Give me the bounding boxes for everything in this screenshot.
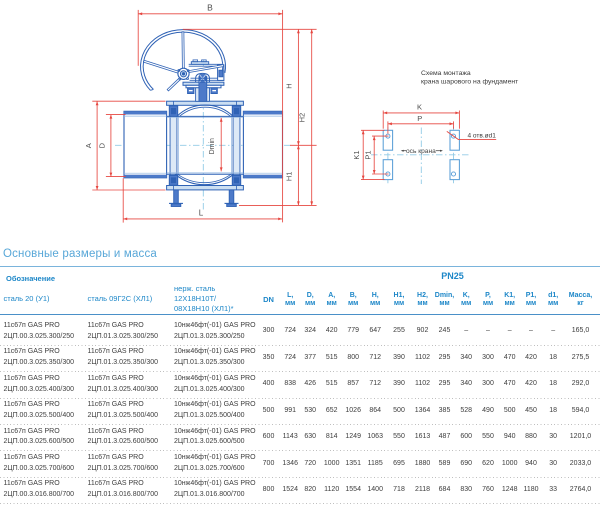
svg-text:K1: K1 <box>352 150 361 159</box>
svg-text:крана шарового на фундамент: крана шарового на фундамент <box>421 78 518 85</box>
svg-text:P1: P1 <box>363 150 372 159</box>
svg-text:Dmin: Dmin <box>209 138 216 154</box>
svg-text:B: B <box>207 3 213 13</box>
svg-text:4 отв.ød1: 4 отв.ød1 <box>468 133 497 140</box>
svg-text:A: A <box>84 143 93 148</box>
svg-text:H1: H1 <box>284 172 293 182</box>
svg-text:Схема монтажа: Схема монтажа <box>421 70 471 77</box>
svg-text:K: K <box>417 103 422 112</box>
svg-text:L: L <box>199 209 204 218</box>
svg-text:ось крана: ось крана <box>406 148 436 155</box>
svg-text:P: P <box>417 114 422 123</box>
svg-text:D: D <box>98 142 107 148</box>
svg-text:H: H <box>284 83 293 88</box>
svg-text:H2: H2 <box>298 113 307 123</box>
